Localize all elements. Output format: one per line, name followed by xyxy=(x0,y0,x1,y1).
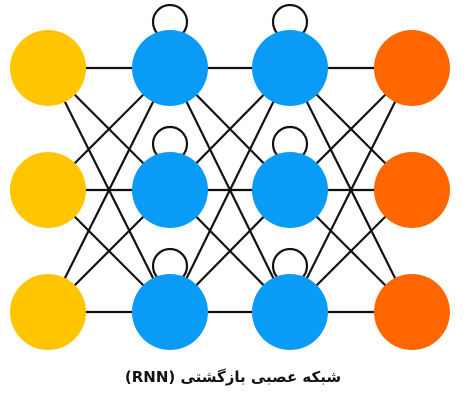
output-node-output-layer-1 xyxy=(374,152,450,228)
output-node-output-layer-0 xyxy=(374,30,450,106)
edge-hidden-layer-2-2-to-output-layer-0 xyxy=(289,67,413,313)
hidden-node-hidden-layer-2-0 xyxy=(252,30,328,106)
edge-hidden-layer-1-2-to-hidden-layer-2-0 xyxy=(169,67,291,313)
hidden-node-hidden-layer-2-2 xyxy=(252,274,328,350)
hidden-node-hidden-layer-1-2 xyxy=(132,274,208,350)
hidden-node-hidden-layer-1-0 xyxy=(132,30,208,106)
neurons xyxy=(10,30,450,350)
input-node-input-layer-2 xyxy=(10,274,86,350)
edge-input-layer-2-to-hidden-layer-1-0 xyxy=(47,67,171,313)
hidden-node-hidden-layer-2-1 xyxy=(252,152,328,228)
output-node-output-layer-2 xyxy=(374,274,450,350)
input-node-input-layer-1 xyxy=(10,152,86,228)
input-node-input-layer-0 xyxy=(10,30,86,106)
diagram-caption: شبکه عصبی بازگشتی (RNN) xyxy=(124,368,342,386)
hidden-node-hidden-layer-1-1 xyxy=(132,152,208,228)
connections xyxy=(47,66,413,314)
